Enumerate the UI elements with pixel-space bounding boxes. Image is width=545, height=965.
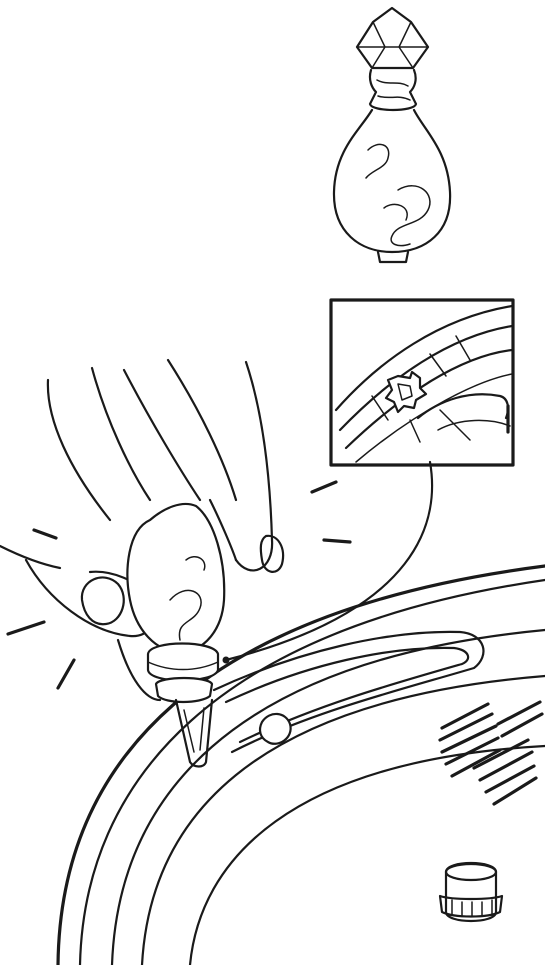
detail-inset xyxy=(331,300,513,465)
hand-pressing-bottle xyxy=(0,360,283,767)
perfume-bottle-icon xyxy=(334,8,450,262)
leader-line xyxy=(226,462,432,660)
vent-grille xyxy=(440,702,542,804)
small-cap-icon xyxy=(440,863,502,921)
